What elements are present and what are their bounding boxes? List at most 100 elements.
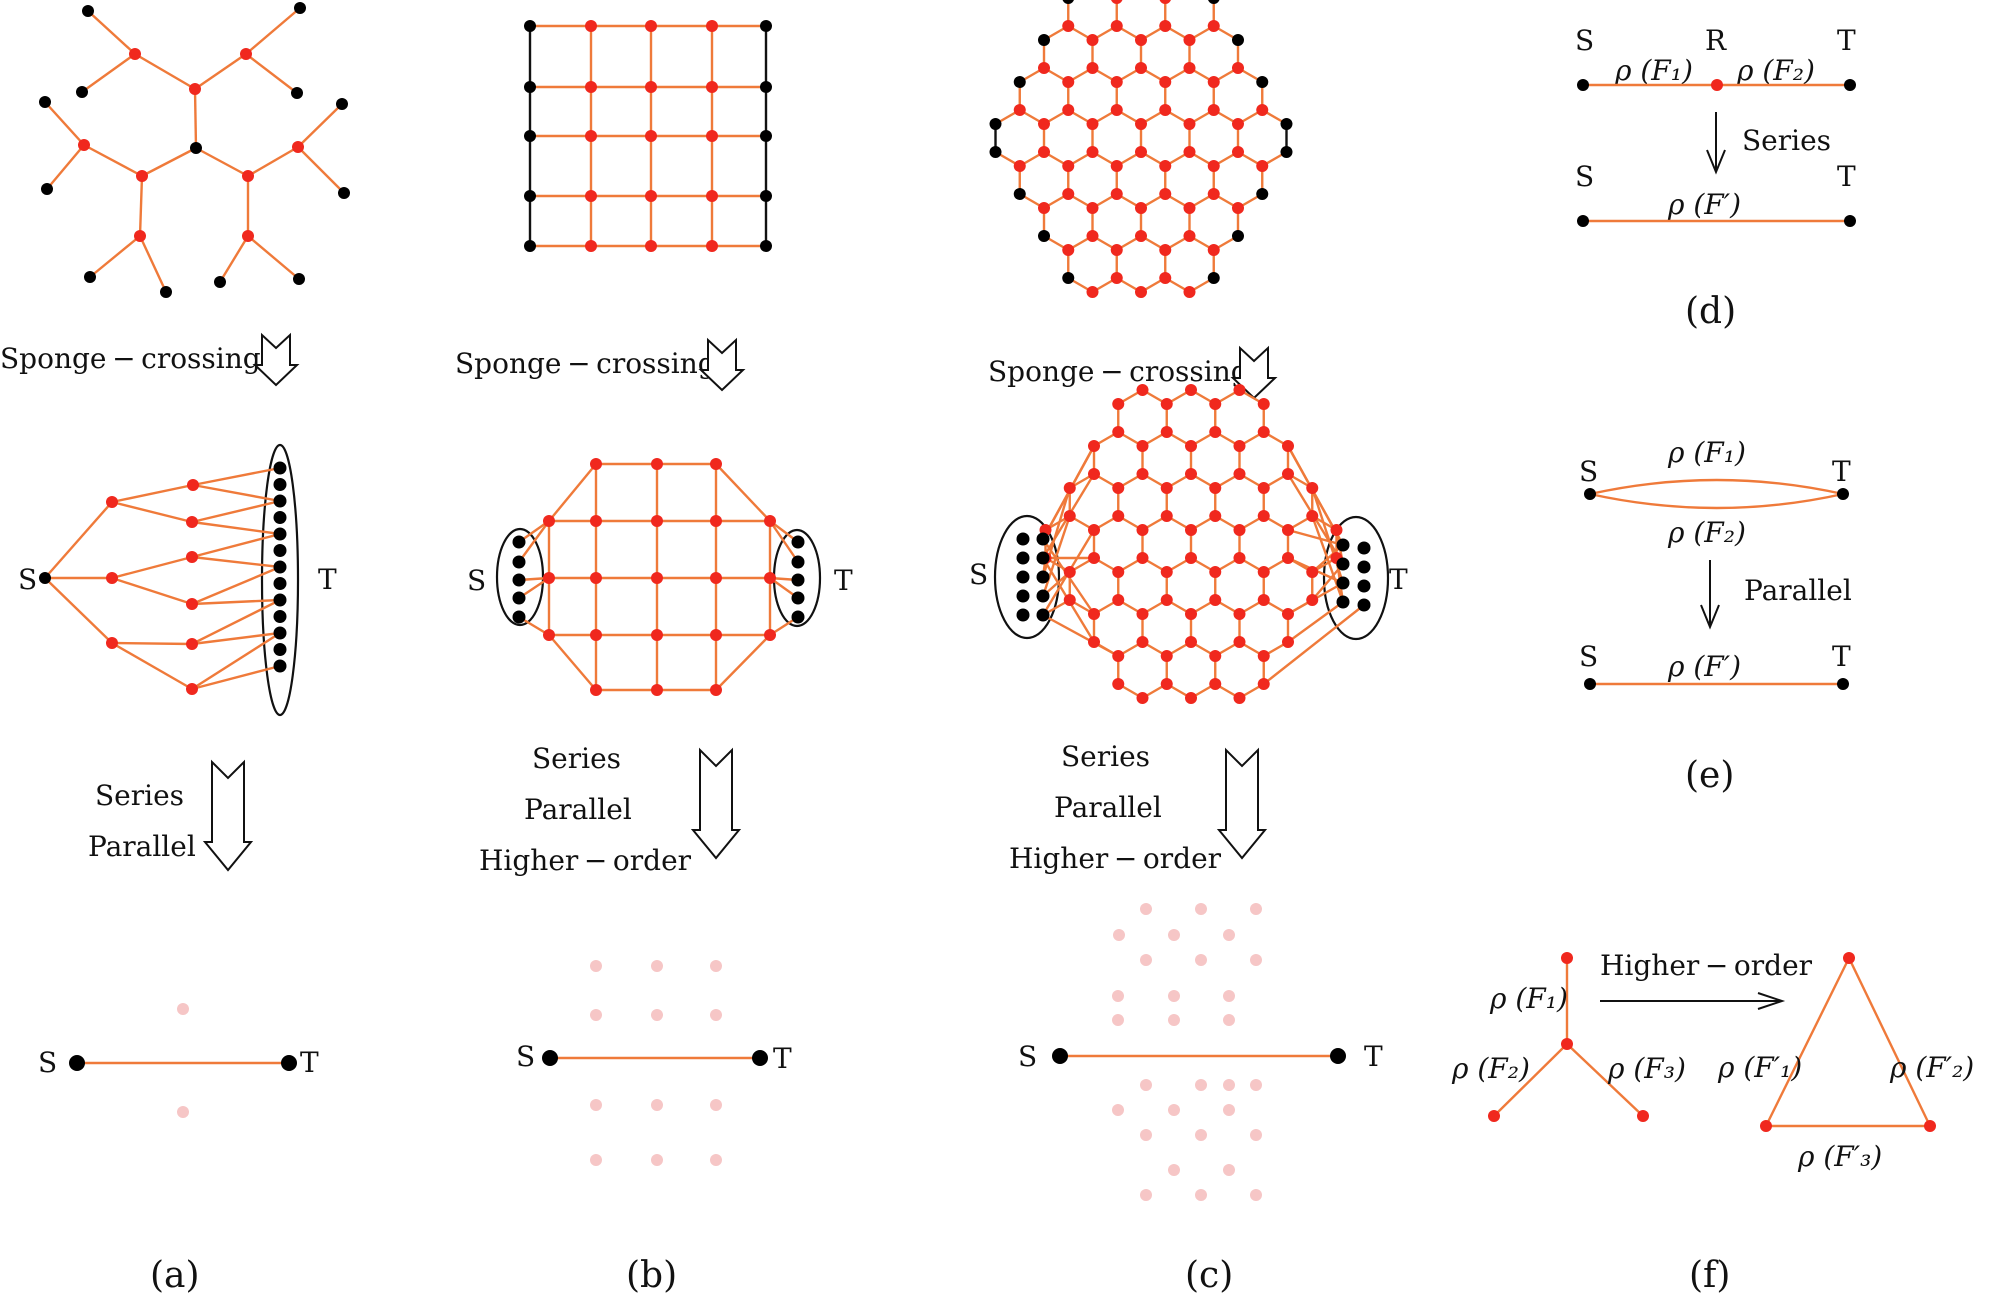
network-node <box>1183 230 1196 242</box>
network-node <box>41 183 53 195</box>
network-node <box>1038 230 1051 242</box>
network-node <box>1185 524 1197 536</box>
network-node <box>106 496 118 508</box>
parallel-result-source-label: S <box>1579 640 1598 673</box>
network-node <box>39 572 51 584</box>
network-node <box>1062 76 1075 88</box>
parallel-target-label: T <box>1832 455 1851 488</box>
network-node <box>651 684 663 696</box>
network-node <box>1207 188 1220 200</box>
network-node <box>1135 286 1147 298</box>
network-node <box>1250 1129 1262 1141</box>
network-node <box>1016 570 1030 584</box>
rho-f2-label-e: ρ (F₂) <box>1667 516 1746 549</box>
network-node <box>1063 594 1076 606</box>
network-node <box>524 190 536 202</box>
network-node <box>585 81 597 93</box>
network-node <box>1112 650 1125 662</box>
network-node <box>1256 188 1269 200</box>
network-node <box>1140 903 1152 915</box>
network-node <box>273 560 287 574</box>
network-node <box>1160 566 1173 578</box>
network-edge <box>245 7 301 55</box>
source-label-a: S <box>18 563 37 596</box>
network-node <box>1250 903 1262 915</box>
network-node <box>1257 426 1270 438</box>
network-node <box>1233 636 1246 648</box>
series-source-label: S <box>1575 24 1594 57</box>
parallel-result-target-node <box>1837 678 1849 690</box>
reduced-target-label-b: T <box>773 1042 792 1075</box>
network-node <box>1209 482 1222 494</box>
network-node <box>1113 929 1125 941</box>
caption-c: (c) <box>1185 1255 1233 1296</box>
rho-f3-label-f: ρ (F₃) <box>1607 1052 1686 1085</box>
network-node <box>512 573 526 587</box>
network-node <box>1256 76 1269 88</box>
network-edge <box>218 235 250 283</box>
network-node <box>1136 468 1149 480</box>
network-node <box>1306 510 1319 522</box>
network-node <box>1207 76 1220 88</box>
network-edge <box>193 88 198 149</box>
parallel-arrow-head <box>1700 604 1720 630</box>
network-node <box>543 629 555 641</box>
series-result-target-node <box>1844 215 1856 227</box>
network-node <box>760 130 772 142</box>
network-edge <box>548 463 597 522</box>
panel-c-sponge-network <box>993 384 1390 704</box>
network-node <box>585 190 597 202</box>
network-node <box>651 960 663 972</box>
rho-f2-label-d: ρ (F₂) <box>1736 54 1815 87</box>
network-node <box>1112 594 1125 606</box>
series-target-label: T <box>1837 24 1856 57</box>
network-node <box>1036 532 1050 546</box>
network-node <box>1013 188 1026 200</box>
network-node <box>651 1009 663 1021</box>
network-node <box>1159 20 1172 32</box>
series-source-node <box>1577 79 1589 91</box>
rho-fprime-label-e: ρ (F′) <box>1667 650 1741 683</box>
network-node <box>1223 990 1235 1002</box>
network-node <box>187 479 199 491</box>
network-node <box>1112 990 1124 1002</box>
network-node <box>273 527 287 541</box>
sponge-arrow-c <box>1230 345 1278 400</box>
network-edge <box>191 499 281 524</box>
network-node <box>989 146 1002 158</box>
network-node <box>760 240 772 252</box>
network-node <box>1257 566 1270 578</box>
network-node <box>1357 598 1371 612</box>
series-result-source-label: S <box>1575 160 1594 193</box>
network-node <box>106 572 118 584</box>
network-node <box>294 2 306 14</box>
network-node <box>1183 62 1196 74</box>
network-node <box>1207 104 1220 116</box>
network-node <box>590 1154 602 1166</box>
network-node <box>1110 20 1123 32</box>
network-node <box>1110 272 1123 284</box>
network-edge <box>111 576 193 606</box>
rho-f1-label-f: ρ (F₁) <box>1489 982 1568 1015</box>
network-node <box>1336 576 1350 590</box>
network-node <box>273 461 287 475</box>
network-edge <box>1042 613 1119 658</box>
network-edge <box>1287 601 1344 643</box>
network-edge <box>44 501 113 579</box>
network-node <box>706 20 718 32</box>
network-node <box>242 230 254 242</box>
network-node <box>273 659 287 673</box>
network-node <box>524 81 536 93</box>
source-boundary-ellipse <box>993 514 1061 640</box>
network-node <box>1280 118 1293 130</box>
network-node <box>1223 929 1235 941</box>
network-node <box>1233 524 1246 536</box>
network-edge <box>715 634 771 691</box>
network-node <box>1185 636 1197 648</box>
network-edge <box>245 53 298 94</box>
series-label-c: Series <box>1061 740 1150 773</box>
network-node <box>1062 188 1075 200</box>
series-result-target-label: T <box>1837 160 1856 193</box>
parallel-label-c: Parallel <box>1054 791 1162 824</box>
network-edge <box>191 631 281 646</box>
